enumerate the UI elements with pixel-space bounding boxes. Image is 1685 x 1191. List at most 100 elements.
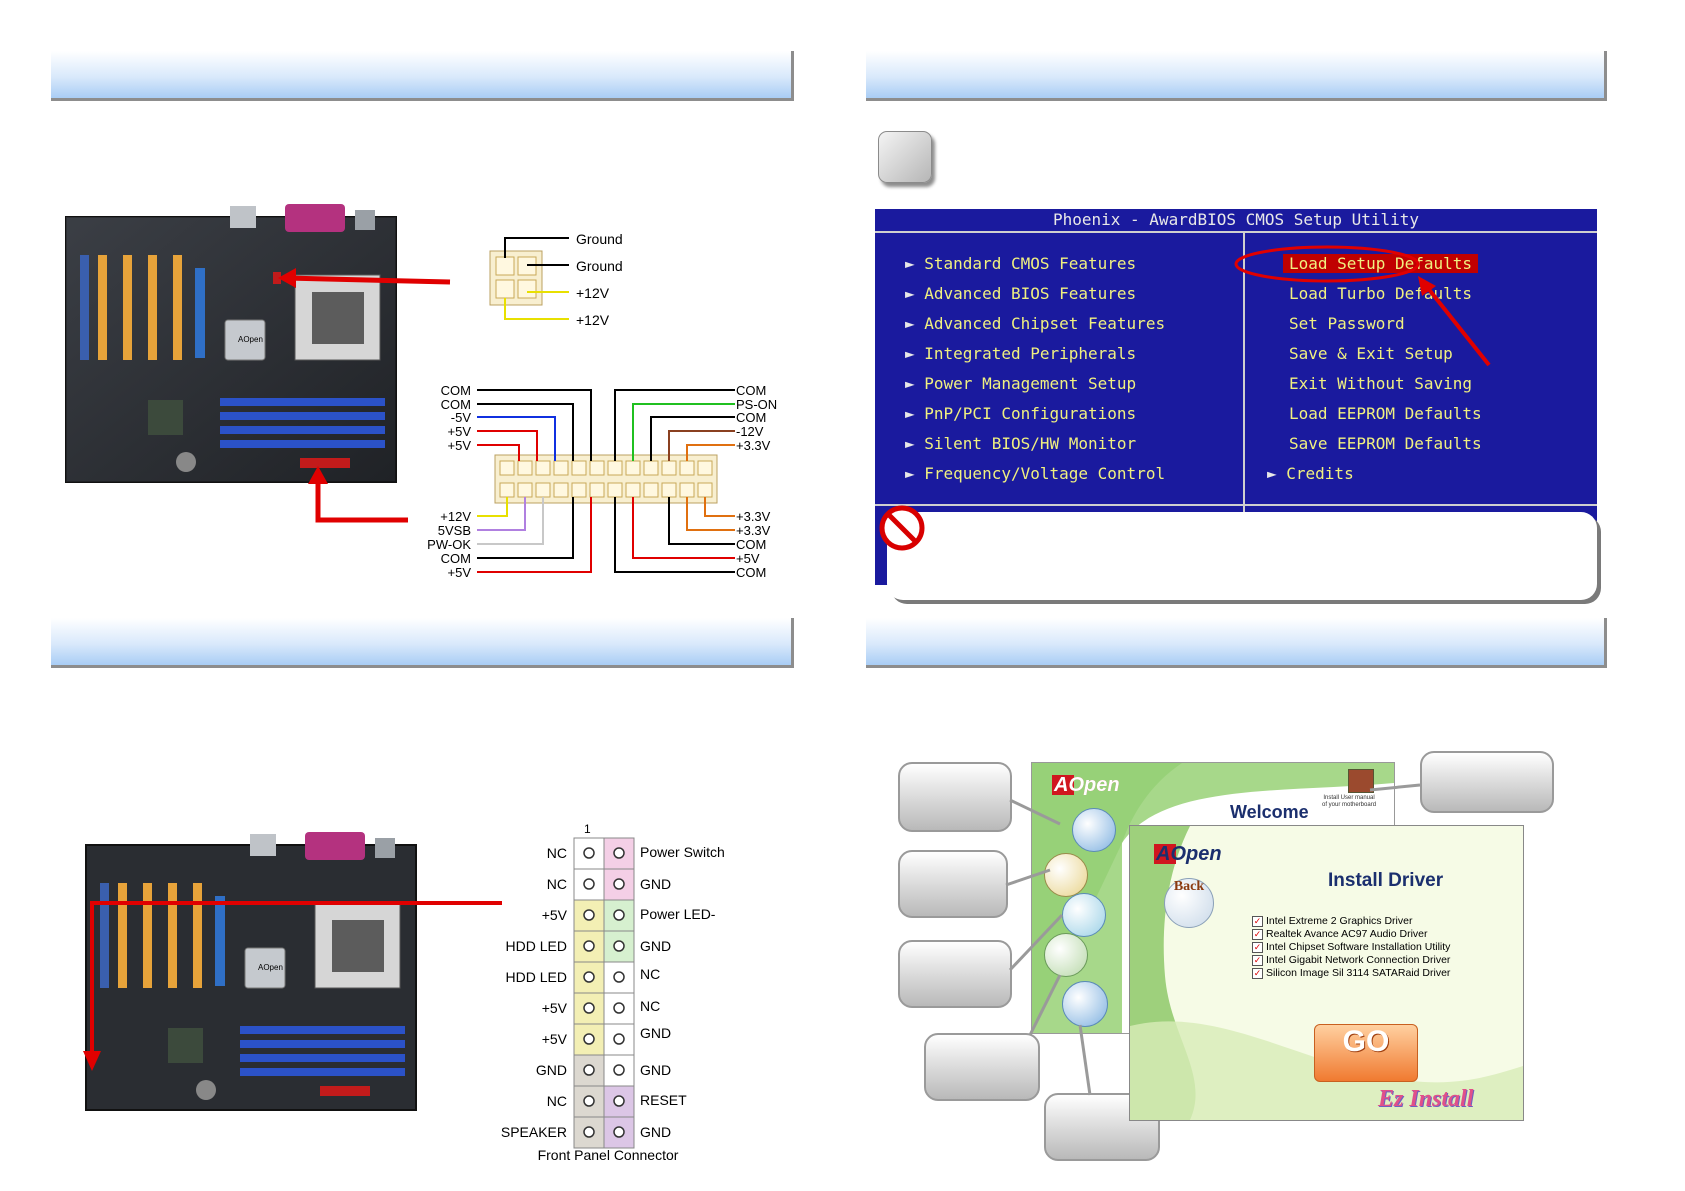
checkbox-icon[interactable]: ✓: [1252, 929, 1263, 940]
pin-label: GND: [640, 1062, 671, 1078]
checkbox-icon[interactable]: ✓: [1252, 916, 1263, 927]
pin-label: +3.3V: [736, 438, 771, 453]
bios-menu-item[interactable]: Save EEPROM Defaults: [1283, 434, 1482, 453]
bios-menu-label: Frequency/Voltage Control: [924, 464, 1166, 483]
pin-label: GND: [640, 876, 671, 892]
list-item[interactable]: ✓Silicon Image Sil 3114 SATARaid Driver: [1252, 967, 1451, 979]
bios-menu-item[interactable]: ► Power Management Setup: [905, 374, 1137, 393]
bios-menu-label: Advanced BIOS Features: [924, 284, 1137, 303]
bios-menu-item[interactable]: Exit Without Saving: [1283, 374, 1472, 393]
pin-label: +5V: [736, 551, 760, 566]
callout-box: [898, 762, 1012, 832]
menu-orb-1[interactable]: [1072, 808, 1116, 852]
callout-box: [924, 1033, 1040, 1101]
board-brand-label: AOpen: [238, 335, 263, 344]
menu-orb-5[interactable]: [1062, 981, 1108, 1027]
pin-label: COM: [441, 551, 471, 566]
pin-label: +5V: [448, 424, 472, 439]
bios-menu-item[interactable]: ► Standard CMOS Features: [905, 254, 1137, 273]
pin-label: Ground: [576, 231, 623, 247]
pin-label: +5V: [542, 1000, 568, 1016]
bios-menu-label: Save & Exit Setup: [1289, 344, 1453, 363]
pin-label: -5V: [451, 410, 472, 425]
pin-label: SPEAKER: [501, 1124, 567, 1140]
callout-box: [1420, 751, 1554, 813]
section-header-front-panel: [51, 618, 794, 668]
warning-note-box: [887, 512, 1597, 600]
bios-menu-item[interactable]: ► Frequency/Voltage Control: [905, 464, 1166, 483]
step-button[interactable]: [878, 131, 932, 183]
manual-note: Install User manual of your motherboard: [1322, 795, 1377, 808]
bios-menu-label: Standard CMOS Features: [924, 254, 1137, 273]
callout-box: [898, 940, 1012, 1008]
pin-label: Power LED-: [640, 906, 716, 922]
pin-label: 5VSB: [438, 523, 471, 538]
bios-menu-label: Credits: [1286, 464, 1354, 483]
book-icon[interactable]: [1348, 769, 1374, 793]
pin-label: +5V: [542, 1031, 568, 1047]
callout-box: [898, 850, 1008, 918]
bios-menu-item[interactable]: Load EEPROM Defaults: [1283, 404, 1482, 423]
pin-label: +12V: [440, 509, 471, 524]
pin-label: RESET: [640, 1092, 687, 1108]
menu-orb-3[interactable]: [1062, 893, 1106, 937]
bios-divider: [1243, 233, 1245, 523]
connector-caption: Front Panel Connector: [538, 1147, 679, 1163]
bios-menu-label: Set Password: [1289, 314, 1405, 333]
bios-menu-item[interactable]: ► Advanced Chipset Features: [905, 314, 1166, 333]
pin1-label: 1: [584, 822, 591, 836]
bios-menu-item[interactable]: Set Password: [1283, 314, 1405, 333]
atx-24pin-connector: COM COM -5V +5V +5V +12V 5VSB PW-OK COM …: [427, 383, 777, 580]
pin-label: NC: [640, 966, 660, 982]
bios-menu-label: Silent BIOS/HW Monitor: [924, 434, 1137, 453]
bios-menu-item[interactable]: ► Integrated Peripherals: [905, 344, 1137, 363]
bios-menu-item[interactable]: ► Silent BIOS/HW Monitor: [905, 434, 1137, 453]
bios-menu-label: PnP/PCI Configurations: [924, 404, 1137, 423]
bios-menu-item[interactable]: Load Turbo Defaults: [1283, 284, 1472, 303]
back-button[interactable]: Back: [1164, 878, 1214, 928]
list-item[interactable]: ✓Intel Gigabit Network Connection Driver: [1252, 954, 1451, 966]
menu-orb-2[interactable]: [1044, 853, 1088, 897]
pin-label: +5V: [448, 438, 472, 453]
pin-label: Ground: [576, 258, 623, 274]
pin-label: +5V: [542, 907, 568, 923]
front-panel-diagram: AOpen 1: [83, 822, 725, 1163]
pin-label: PW-OK: [427, 537, 471, 552]
front-panel-connector: 1 NC NC +5V HDD LED HDD LED +5V: [501, 822, 725, 1163]
atx-12v-4pin-connector: Ground Ground +12V +12V: [489, 231, 623, 328]
pin-label: NC: [547, 1093, 567, 1109]
bios-menu-item[interactable]: ► Advanced BIOS Features: [905, 284, 1137, 303]
pin-label: +5V: [448, 565, 472, 580]
bios-menu-label: Load EEPROM Defaults: [1289, 404, 1482, 423]
pin-label: Power Switch: [640, 844, 725, 860]
pin-label: +12V: [576, 285, 610, 301]
bios-menu-item[interactable]: Save & Exit Setup: [1283, 344, 1453, 363]
bios-menu-label: Integrated Peripherals: [924, 344, 1137, 363]
list-item[interactable]: ✓Intel Chipset Software Installation Uti…: [1252, 941, 1451, 953]
welcome-title: Welcome: [1230, 802, 1309, 822]
bios-menu-item[interactable]: ► Credits: [1267, 464, 1354, 483]
list-item[interactable]: ✓Intel Extreme 2 Graphics Driver: [1252, 915, 1413, 927]
pin-label: +3.3V: [736, 509, 771, 524]
pin-label: -12V: [736, 424, 764, 439]
checkbox-icon[interactable]: ✓: [1252, 942, 1263, 953]
go-button[interactable]: GO: [1314, 1024, 1418, 1082]
pin-label: COM: [441, 397, 471, 412]
checkbox-icon[interactable]: ✓: [1252, 968, 1263, 979]
pin-label: GND: [536, 1062, 567, 1078]
prohibited-icon: [879, 505, 925, 551]
checkbox-icon[interactable]: ✓: [1252, 955, 1263, 966]
pin-label: NC: [640, 998, 660, 1014]
pin-label: GND: [640, 938, 671, 954]
bios-menu-item[interactable]: ► PnP/PCI Configurations: [905, 404, 1137, 423]
pin-label: COM: [736, 383, 766, 398]
bios-menu-item-load-setup-defaults[interactable]: Load Setup Defaults: [1283, 254, 1479, 273]
list-item[interactable]: ✓Realtek Avance AC97 Audio Driver: [1252, 928, 1428, 940]
pin-label: HDD LED: [506, 938, 567, 954]
bios-menu-label: Advanced Chipset Features: [924, 314, 1166, 333]
pin-label: +3.3V: [736, 523, 771, 538]
motherboard-image: AOpen: [85, 832, 417, 1111]
bios-menu-label: Load Setup Defaults: [1289, 254, 1473, 273]
menu-orb-4[interactable]: [1044, 933, 1088, 977]
pin-label: COM: [736, 410, 766, 425]
